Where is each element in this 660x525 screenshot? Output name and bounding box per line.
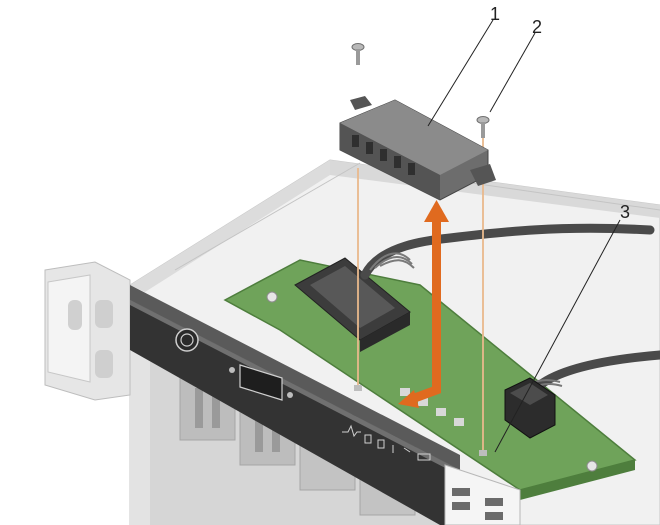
status-led-icons — [342, 424, 431, 461]
rack-ear — [44, 261, 131, 401]
callout-2: 2 — [532, 17, 542, 37]
power-button-icon — [175, 328, 199, 352]
callout-leaders — [427, 19, 621, 453]
control-panel-module-icon — [339, 96, 496, 201]
front-control-panel — [130, 285, 460, 525]
callout-1: 1 — [490, 4, 500, 24]
callout-3: 3 — [620, 202, 630, 222]
direction-arrow-icon — [398, 200, 449, 408]
front-ports — [444, 464, 521, 525]
vga-port-icon — [229, 364, 293, 401]
screw-icon — [351, 43, 490, 138]
cable-connector — [504, 377, 556, 439]
board-connector — [294, 257, 411, 352]
